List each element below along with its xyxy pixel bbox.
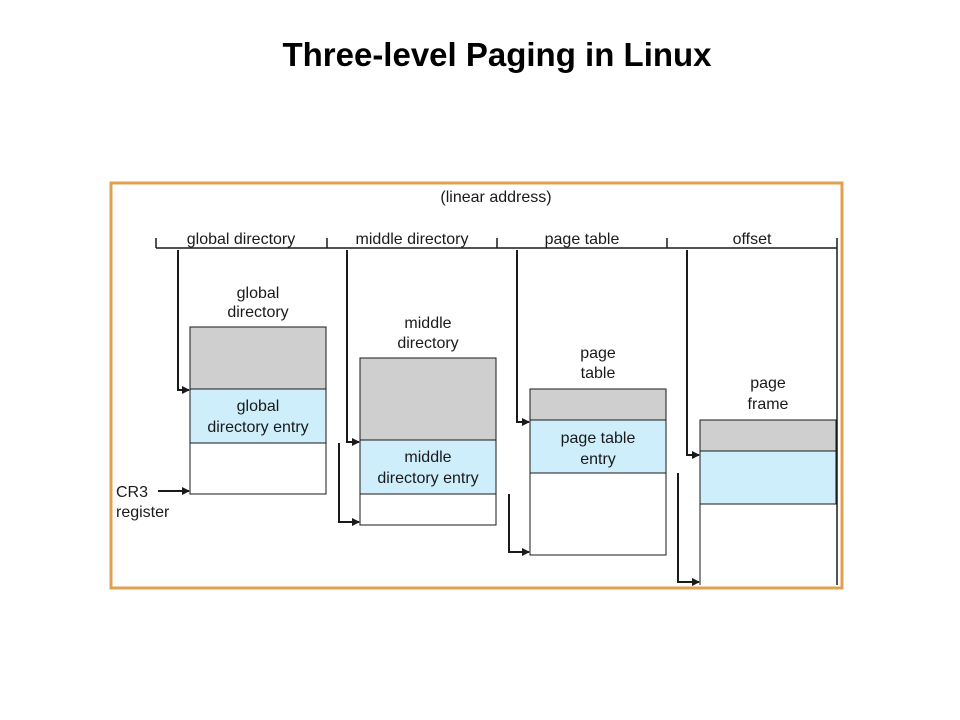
middle-directory-title-line2: directory	[397, 335, 458, 352]
page-table-entry-line2: entry	[580, 451, 616, 468]
global-directory-lower	[189, 442, 327, 495]
page-frame-data	[699, 450, 837, 505]
page-frame-gray	[699, 419, 837, 452]
middle-directory-table: middle directory middle directory entry	[359, 315, 497, 526]
page-table-entry-line1: page table	[561, 430, 636, 447]
page-table-gray	[529, 388, 667, 421]
page-table-lower	[529, 472, 667, 556]
global-directory-table: global directory global directory entry	[189, 285, 327, 495]
middle-directory-entry-line1: middle	[404, 449, 451, 466]
page-frame: page frame	[699, 375, 837, 585]
global-directory-entry	[189, 388, 327, 444]
middle-directory-title-line1: middle	[404, 315, 451, 332]
arrow-middle-base-to-pagetable	[508, 494, 530, 556]
arrow-pagetable-to-entry	[516, 250, 530, 426]
global-directory-title-line2: directory	[227, 304, 288, 321]
global-directory-gray	[189, 326, 327, 390]
page-frame-lower	[699, 503, 836, 585]
middle-directory-gray	[359, 357, 497, 441]
cr3-label-line2: register	[116, 504, 170, 521]
global-directory-title-line1: global	[237, 285, 280, 302]
middle-directory-entry-line2: directory entry	[377, 470, 478, 487]
arrow-global-to-entry	[177, 250, 190, 394]
arrow-offset-to-frame	[686, 250, 700, 459]
arrow-global-base-to-middle	[338, 443, 360, 526]
page-table-title-line2: table	[581, 365, 616, 382]
field-offset: offset	[733, 231, 772, 248]
linear-address-label: (linear address)	[440, 189, 551, 206]
address-bar	[155, 238, 838, 585]
page-table: page table page table entry	[529, 345, 667, 556]
page-frame-title-line2: frame	[748, 396, 789, 413]
field-middle-directory: middle directory	[356, 231, 469, 248]
global-directory-entry-line2: directory entry	[207, 419, 308, 436]
arrow-middle-to-entry	[346, 250, 360, 446]
field-page-table: page table	[545, 231, 620, 248]
middle-directory-lower	[359, 493, 497, 526]
field-global-directory: global directory	[187, 231, 296, 248]
arrow-pagetable-base-to-frame	[677, 473, 700, 586]
global-directory-entry-line1: global	[237, 398, 280, 415]
page-table-title-line1: page	[580, 345, 616, 362]
page-frame-title-line1: page	[750, 375, 786, 392]
slide-title: Three-level Paging in Linux	[282, 36, 712, 73]
cr3-label-line1: CR3	[116, 484, 148, 501]
page-table-entry	[529, 419, 667, 474]
